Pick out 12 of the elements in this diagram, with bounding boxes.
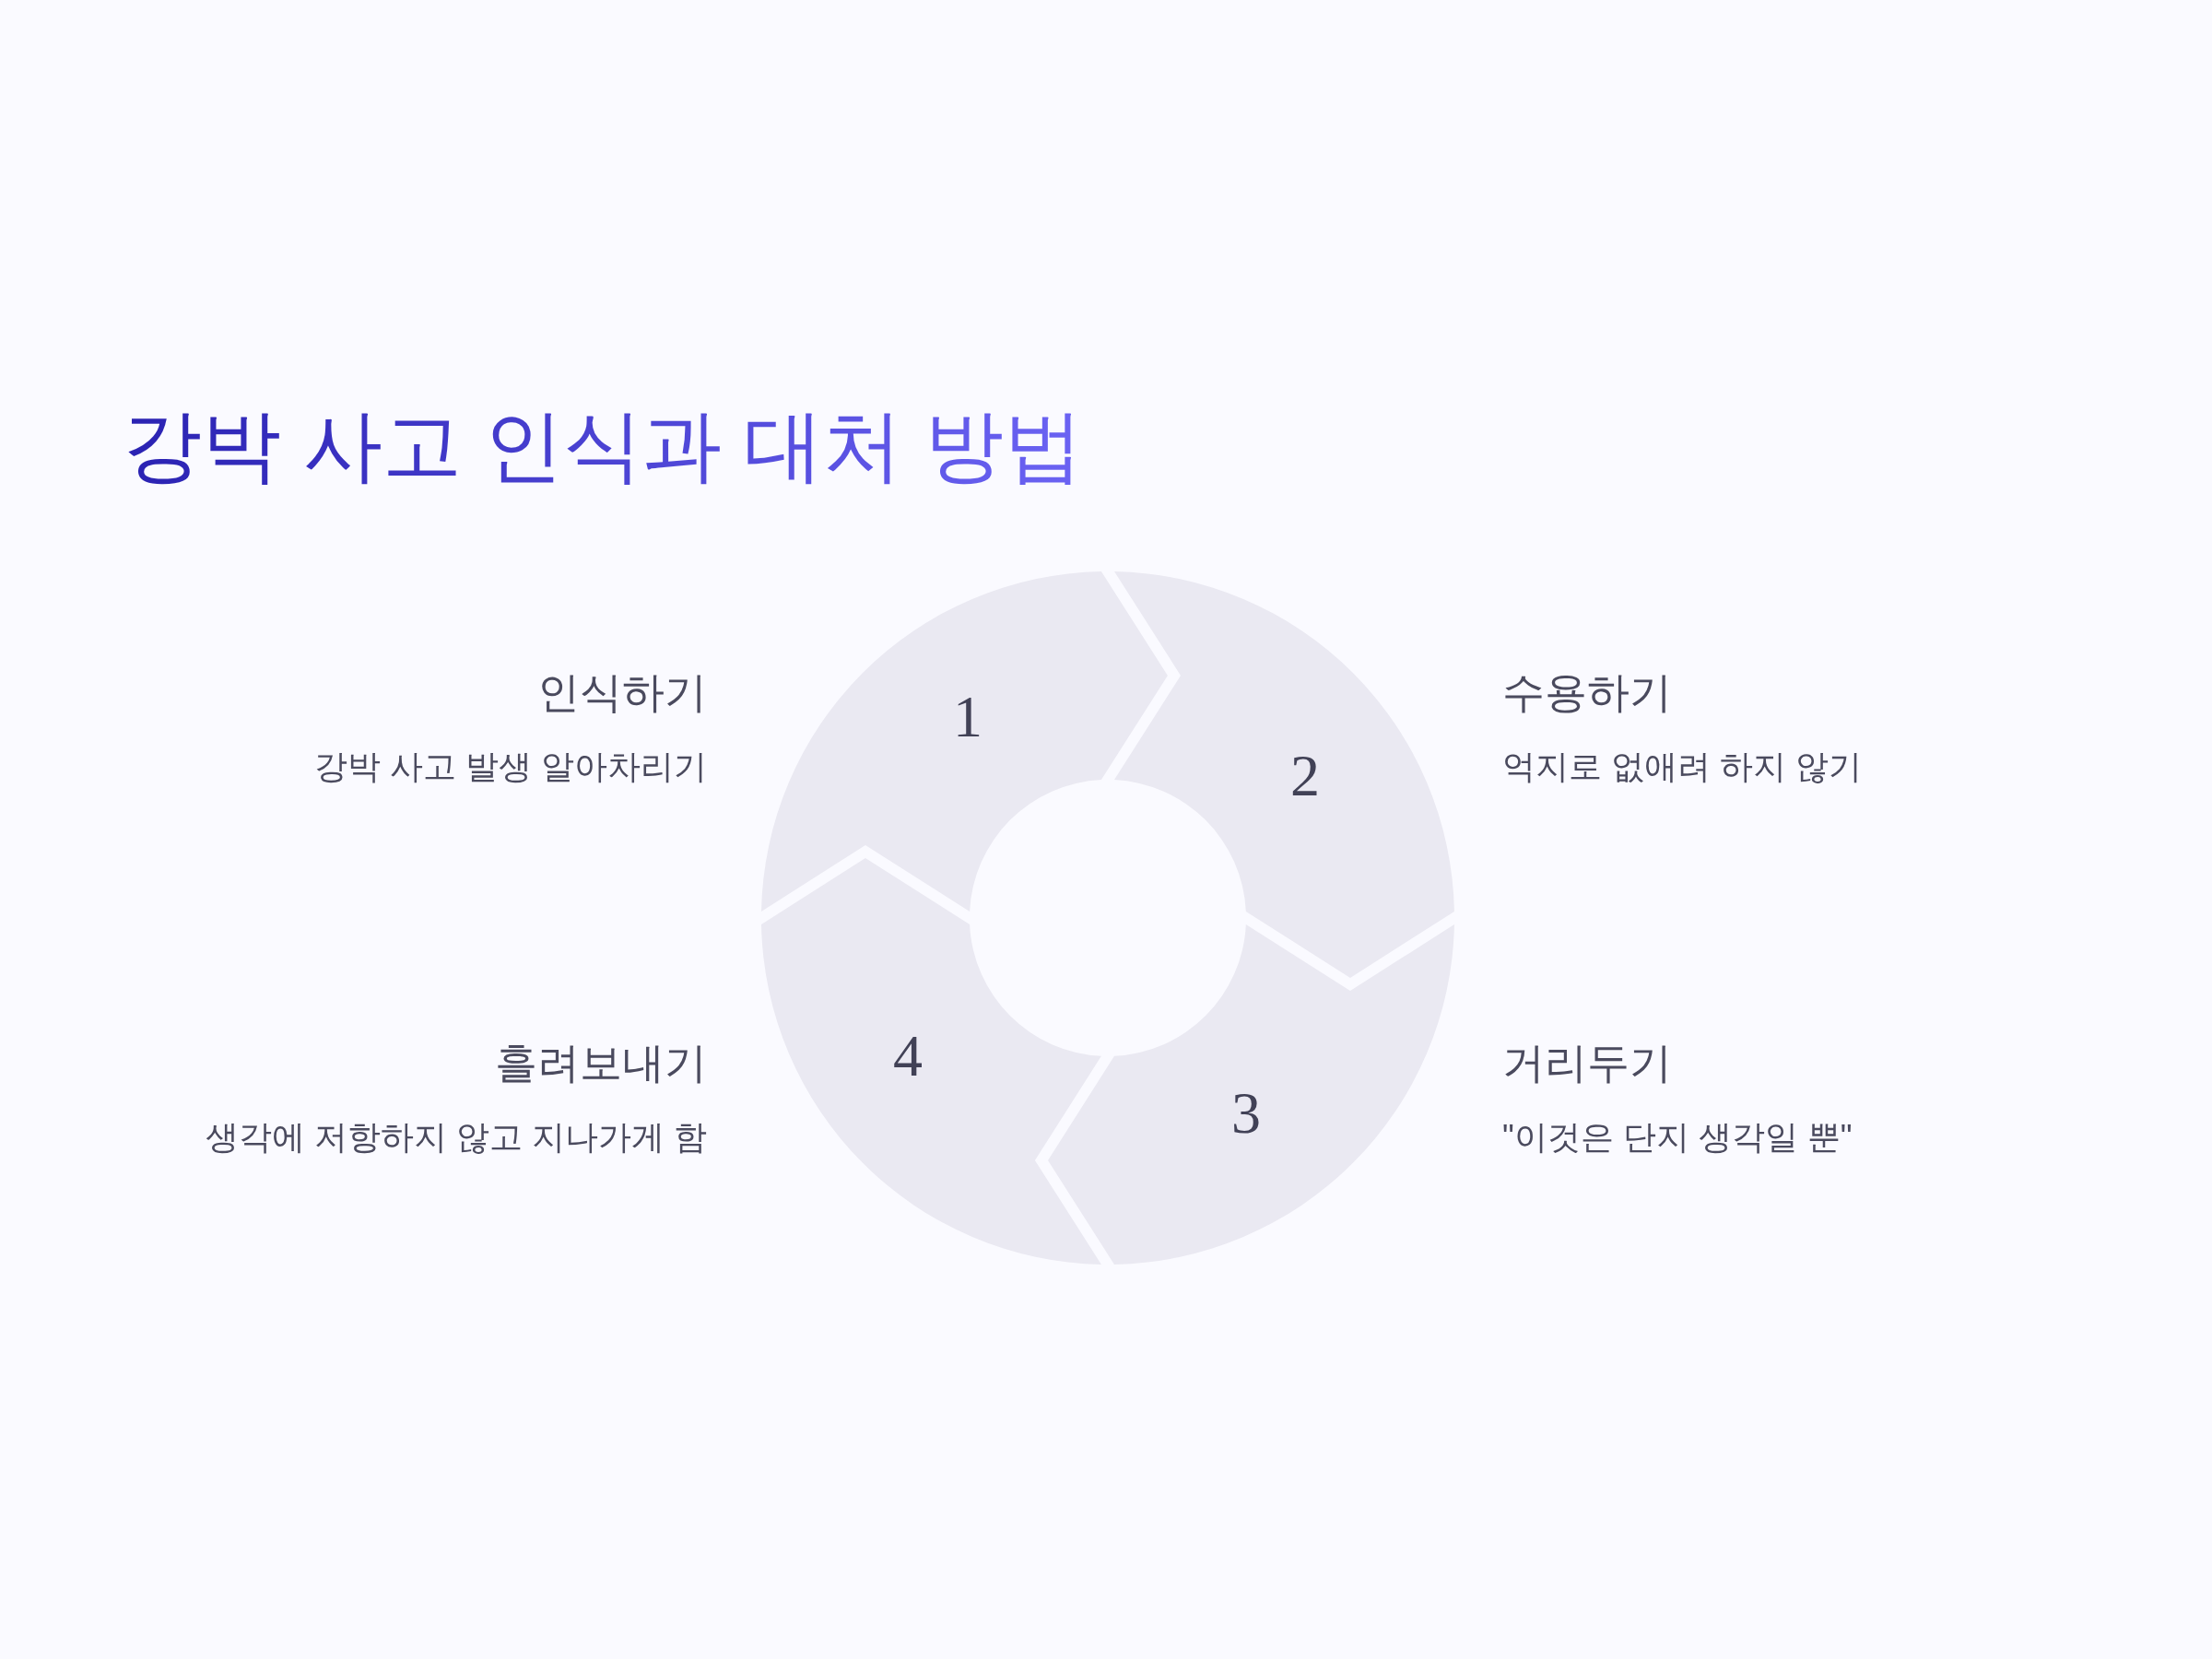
step-number: 4	[893, 1027, 923, 1086]
step-heading: 거리두기	[1502, 1038, 1672, 1088]
step-heading: 흘려보내기	[495, 1038, 707, 1088]
step-description: 억지로 없애려 하지 않기	[1502, 747, 1862, 787]
step-description: 강박 사고 발생 알아차리기	[314, 747, 707, 787]
step-heading: 수용하기	[1502, 667, 1672, 718]
step-description: 생각에 저항하지 않고 지나가게 함	[206, 1117, 707, 1158]
step-heading: 인식하기	[537, 667, 707, 718]
step-number: 2	[1290, 747, 1320, 806]
step-number: 1	[953, 688, 982, 747]
step-description: "이것은 단지 생각일 뿐"	[1502, 1117, 1853, 1158]
step-number: 3	[1231, 1084, 1261, 1143]
